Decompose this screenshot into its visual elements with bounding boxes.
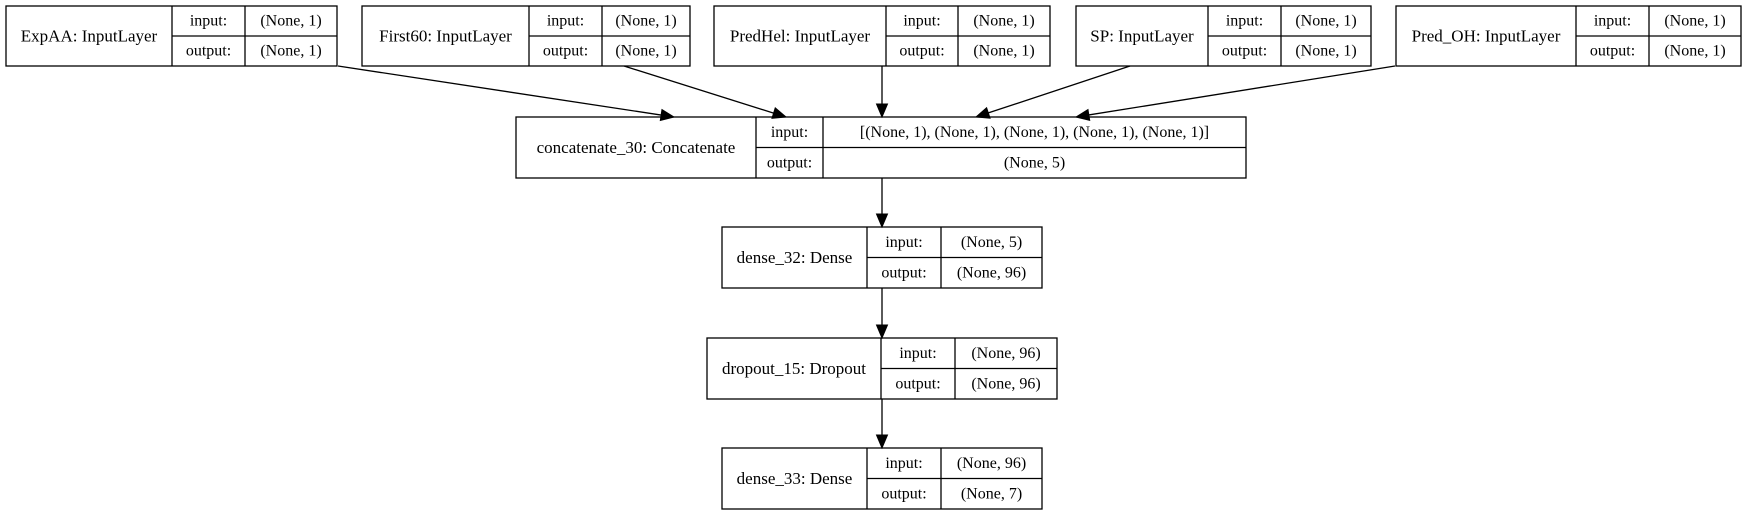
arrow-head xyxy=(875,324,889,340)
input-shape: (None, 96) xyxy=(957,455,1026,472)
input-shape: (None, 1) xyxy=(260,13,321,30)
edge-line xyxy=(337,65,662,116)
layer-name: PredHel: InputLayer xyxy=(730,27,871,46)
input-shape: (None, 1) xyxy=(973,13,1034,30)
layer-node-predhel: PredHel: InputLayer input: output: (None, 1… xyxy=(713,5,1051,67)
layer-name: Pred_OH: InputLayer xyxy=(1412,27,1561,46)
layer-node-dense-32: dense_32: Dense input: output: (None, 5) (No… xyxy=(721,226,1043,289)
output-label: output: xyxy=(899,43,944,60)
output-label: output: xyxy=(1590,43,1635,60)
arrow-head xyxy=(875,434,889,450)
output-shape: (None, 1) xyxy=(260,43,321,60)
output-shape: (None, 96) xyxy=(957,264,1026,281)
output-label: output: xyxy=(767,154,812,171)
edge-dense-32-to-dropout-15 xyxy=(875,288,889,340)
input-shape: (None, 1) xyxy=(1664,13,1725,30)
layer-name: SP: InputLayer xyxy=(1090,27,1194,46)
input-label: input: xyxy=(190,13,227,30)
output-shape: (None, 1) xyxy=(1664,43,1725,60)
edge-line xyxy=(623,65,774,114)
input-label: input: xyxy=(1226,13,1263,30)
edge-dropout-15-to-dense-33 xyxy=(875,399,889,450)
input-shape: [(None, 1), (None, 1), (None, 1), (None,… xyxy=(860,124,1209,141)
output-label: output: xyxy=(1222,43,1267,60)
layer-node-sp: SP: InputLayer input: output: (None, 1) (Non… xyxy=(1075,5,1372,67)
layer-node-dense-33: dense_33: Dense input: output: (None, 96) (N… xyxy=(721,447,1043,510)
arrow-head xyxy=(875,213,889,229)
output-shape: (None, 1) xyxy=(615,43,676,60)
output-shape: (None, 7) xyxy=(961,485,1022,502)
output-shape: (None, 96) xyxy=(971,375,1040,392)
layer-name: dense_33: Dense xyxy=(737,469,853,488)
layer-name: dense_32: Dense xyxy=(737,248,853,267)
output-label: output: xyxy=(881,485,926,502)
input-shape: (None, 1) xyxy=(1295,13,1356,30)
input-label: input: xyxy=(899,345,936,362)
input-label: input: xyxy=(771,124,808,141)
output-label: output: xyxy=(543,43,588,60)
arrow-head xyxy=(771,106,788,119)
edge-line xyxy=(1088,65,1396,116)
edge-first60-to-concatenate-30 xyxy=(623,65,788,119)
layer-node-concatenate-30: concatenate_30: Concatenate input: output:… xyxy=(515,116,1247,179)
input-label: input: xyxy=(885,455,922,472)
layer-name: First60: InputLayer xyxy=(379,27,512,46)
layer-node-dropout-15: dropout_15: Dropout input: output: (None, 9… xyxy=(706,337,1058,400)
output-shape: (None, 1) xyxy=(1295,43,1356,60)
arrow-head xyxy=(659,108,676,122)
output-label: output: xyxy=(895,375,940,392)
input-shape: (None, 5) xyxy=(961,234,1022,251)
edge-line xyxy=(988,65,1131,114)
layer-node-pred-oh: Pred_OH: InputLayer input: output: (None, 1… xyxy=(1395,5,1742,67)
layer-node-expaa: ExpAA: InputLayer input: output: (None, 1) (… xyxy=(5,5,338,67)
layer-name: ExpAA: InputLayer xyxy=(21,27,158,46)
input-label: input: xyxy=(547,13,584,30)
arrow-head xyxy=(875,103,889,119)
layer-node-first60: First60: InputLayer input: output: (None, 1… xyxy=(361,5,691,67)
layer-name: dropout_15: Dropout xyxy=(722,359,866,378)
output-label: output: xyxy=(186,43,231,60)
input-label: input: xyxy=(885,234,922,251)
input-shape: (None, 96) xyxy=(971,345,1040,362)
edge-predhel-to-concatenate-30 xyxy=(875,66,889,119)
output-shape: (None, 5) xyxy=(1004,154,1065,171)
input-label: input: xyxy=(1594,13,1631,30)
input-label: input: xyxy=(903,13,940,30)
arrow-head xyxy=(1074,108,1091,122)
edge-concatenate-30-to-dense-32 xyxy=(875,178,889,229)
output-label: output: xyxy=(881,264,926,281)
nodes-layer: ExpAA: InputLayer input: output: (None, 1) (… xyxy=(5,5,1742,510)
output-shape: (None, 1) xyxy=(973,43,1034,60)
layer-name: concatenate_30: Concatenate xyxy=(537,138,736,157)
edges-layer xyxy=(337,65,1396,450)
input-shape: (None, 1) xyxy=(615,13,676,30)
edge-sp-to-concatenate-30 xyxy=(974,65,1131,119)
edge-pred-oh-to-concatenate-30 xyxy=(1074,65,1396,122)
edge-expaa-to-concatenate-30 xyxy=(337,65,676,122)
